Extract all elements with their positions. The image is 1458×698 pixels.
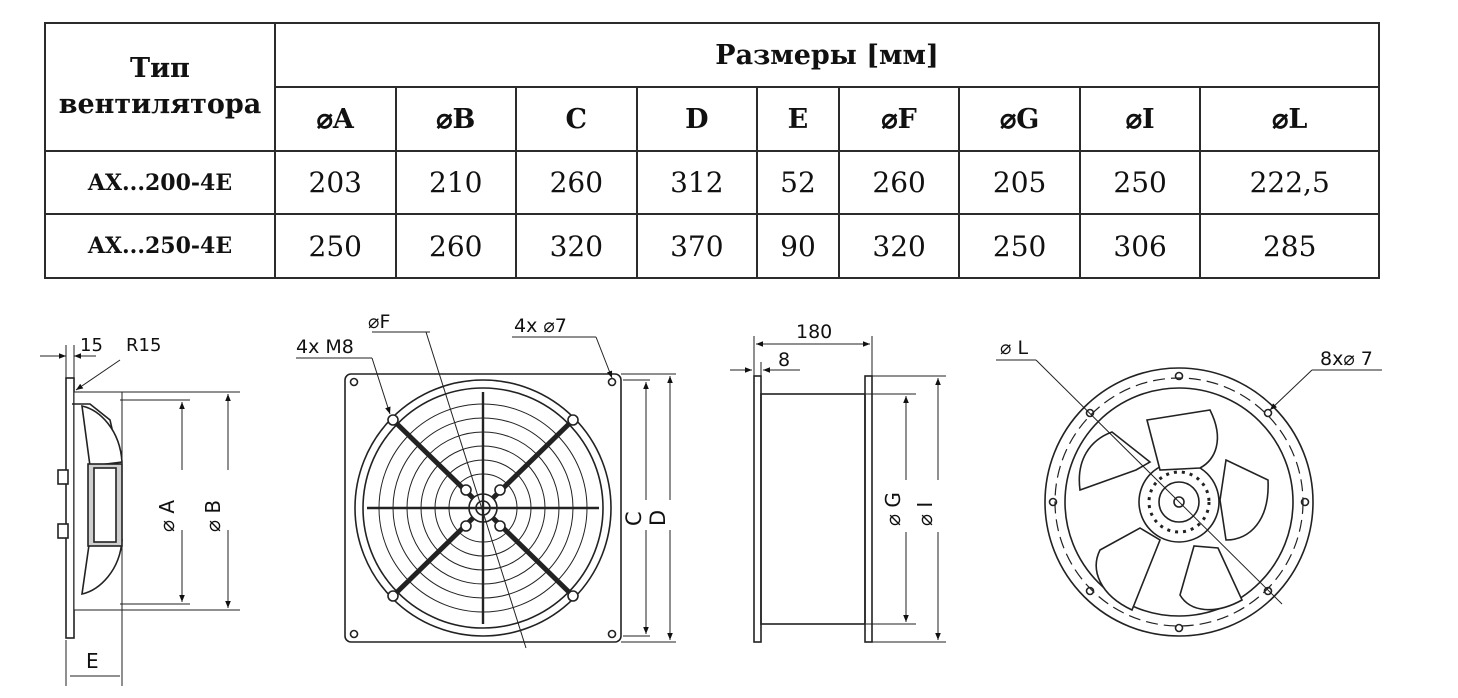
- value-cell: 205: [958, 150, 1081, 215]
- fan-type-header: Тип вентилятора: [44, 22, 276, 152]
- front-view-drawing: [296, 331, 676, 649]
- table-row: AX...250-4E 250 260 320 370 90 320 250 3…: [44, 213, 1380, 279]
- col-header-i: ⌀I: [1078, 86, 1202, 152]
- fan-type-header-line1: Тип: [130, 53, 190, 84]
- col-header-g: ⌀G: [958, 86, 1081, 152]
- col-header-c: C: [515, 86, 638, 152]
- dim-180-label: 180: [796, 321, 832, 343]
- model-cell: AX...250-4E: [44, 213, 276, 279]
- dim-i-label: ⌀ I: [913, 502, 937, 526]
- dim-8-label: 8: [778, 349, 790, 371]
- column-header-row: ⌀A ⌀B C D E ⌀F ⌀G ⌀I ⌀L: [45, 86, 1380, 152]
- model-cell: AX...200-4E: [44, 150, 276, 215]
- value-cell: 320: [515, 213, 638, 279]
- dim-l-label: ⌀ L: [1000, 337, 1028, 359]
- value-cell: 260: [515, 150, 638, 215]
- col-header-d: D: [635, 86, 759, 152]
- value-cell: 320: [837, 213, 961, 279]
- value-cell: 250: [958, 213, 1081, 279]
- dim-c-label: C: [622, 511, 646, 526]
- dimensions-table: Тип вентилятора Размеры [мм] ⌀A ⌀B C D E…: [44, 22, 1380, 279]
- dimensions-group-header: Размеры [мм]: [274, 22, 1380, 88]
- dim-e-label: E: [86, 649, 99, 673]
- dim-r15-label: R15: [126, 335, 161, 356]
- dim-m8-label: 4x M8: [296, 336, 354, 358]
- col-header-f: ⌀F: [837, 86, 961, 152]
- value-cell: 222,5: [1199, 150, 1380, 215]
- value-cell: 210: [394, 150, 518, 215]
- dim-holes-label: 4x ⌀7: [514, 315, 567, 337]
- dim-round-holes-label: 8x⌀ 7: [1320, 348, 1373, 370]
- value-cell: 52: [756, 150, 840, 215]
- dim-f-label: ⌀F: [368, 311, 390, 333]
- value-cell: 90: [756, 213, 840, 279]
- value-cell: 203: [274, 150, 397, 215]
- fan-type-header-line2: вентилятора: [58, 89, 262, 120]
- dim-15-label: 15: [80, 335, 103, 356]
- value-cell: 312: [635, 150, 759, 215]
- table-header-row: Тип вентилятора Размеры [мм]: [44, 22, 1380, 152]
- value-cell: 285: [1199, 213, 1380, 279]
- value-cell: 250: [1078, 150, 1202, 215]
- value-cell: 260: [837, 150, 961, 215]
- table-row: AX...200-4E 203 210 260 312 52 260 205 2…: [44, 150, 1380, 215]
- col-header-a: ⌀A: [274, 86, 397, 152]
- col-header-l: ⌀L: [1199, 86, 1380, 152]
- value-cell: 306: [1078, 213, 1202, 279]
- round-view-drawing: [996, 359, 1382, 637]
- value-cell: 250: [274, 213, 397, 279]
- value-cell: 370: [635, 213, 759, 279]
- value-cell: 260: [394, 213, 518, 279]
- dim-b-label: ⌀ B: [201, 500, 225, 532]
- profile-view-drawing: [730, 336, 946, 643]
- dim-d-label: D: [646, 510, 670, 526]
- side-view-drawing: [40, 345, 240, 686]
- col-header-b: ⌀B: [394, 86, 518, 152]
- dim-g-label: ⌀ G: [881, 492, 905, 526]
- dim-a-label: ⌀ A: [155, 500, 179, 532]
- col-header-e: E: [756, 86, 840, 152]
